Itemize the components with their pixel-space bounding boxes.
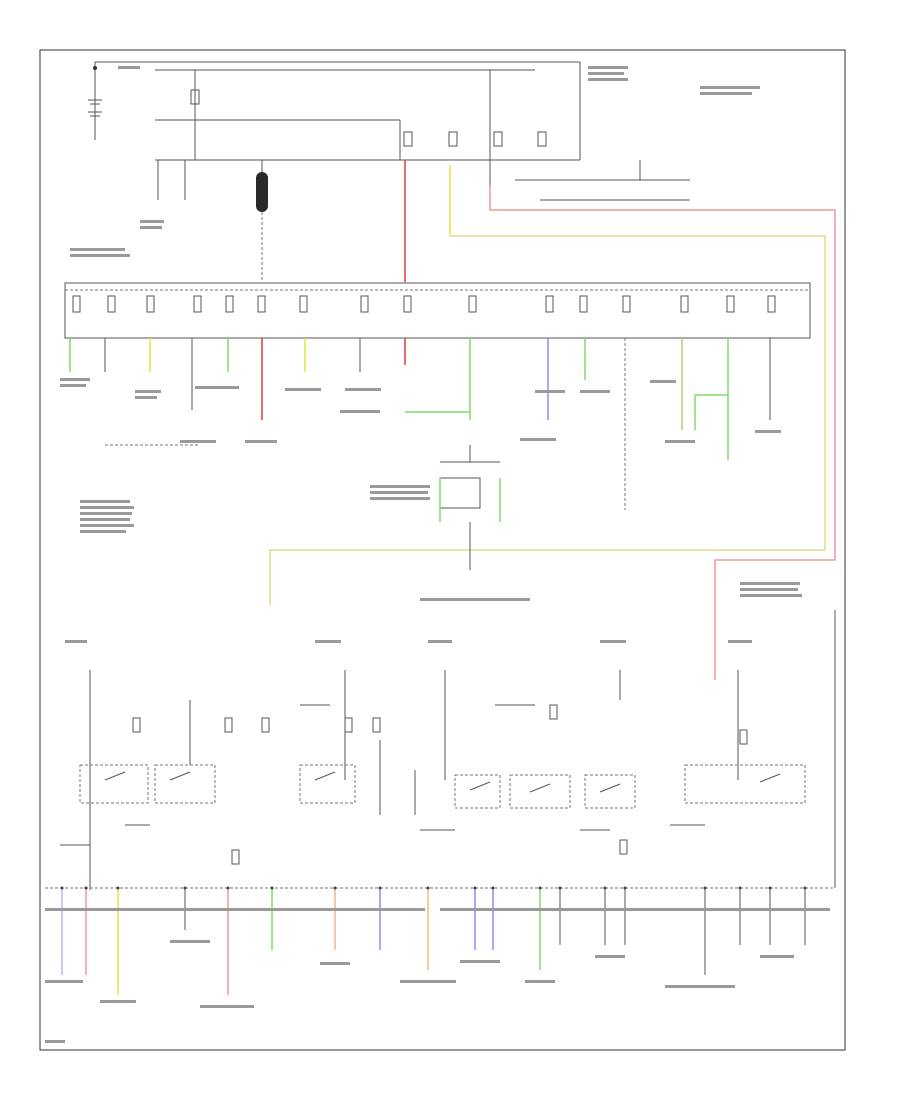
top-drops <box>157 160 836 680</box>
battery-section <box>88 61 155 140</box>
lower-relays <box>60 670 806 890</box>
diagram-frame <box>39 49 846 1051</box>
main-fuse-box <box>155 61 581 161</box>
connector-ticks <box>60 886 807 890</box>
center-relay <box>439 445 501 570</box>
label-marks <box>45 66 830 1043</box>
bottom-outputs <box>61 888 806 995</box>
fusible-link <box>256 160 268 282</box>
fuse-block <box>64 282 811 339</box>
fuse-block-outputs <box>69 338 771 510</box>
